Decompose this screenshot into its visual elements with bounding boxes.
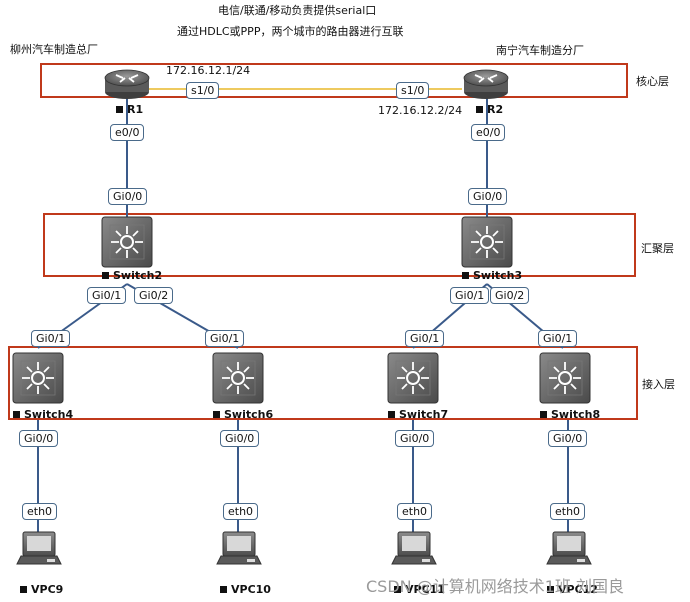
port-switch6-gi01[interactable]: Gi0/1 <box>205 330 245 347</box>
pc-icon[interactable] <box>16 531 62 565</box>
port-switch7-gi00[interactable]: Gi0/0 <box>395 430 435 447</box>
port-switch2-gi02[interactable]: Gi0/2 <box>134 287 174 304</box>
pc-icon[interactable] <box>216 531 262 565</box>
watermark: CSDN @计算机网络技术1班 刘国良 <box>366 577 624 596</box>
switch-icon[interactable] <box>101 216 153 268</box>
device-label-switch2: Switch2 <box>102 269 162 282</box>
device-label-switch3: Switch3 <box>462 269 522 282</box>
port-r1-serial[interactable]: s1/0 <box>186 82 220 99</box>
status-square-icon <box>540 411 547 418</box>
port-switch2-gi00[interactable]: Gi0/0 <box>108 188 148 205</box>
pc-icon[interactable] <box>546 531 592 565</box>
status-square-icon <box>476 106 483 113</box>
port-vpc12-eth0[interactable]: eth0 <box>550 503 586 520</box>
device-label-r1: R1 <box>116 103 143 116</box>
ip-r2: 172.16.12.2/24 <box>378 104 463 117</box>
status-square-icon <box>20 586 27 593</box>
core-layer-label: 核心层 <box>636 75 669 88</box>
access-layer-box <box>8 346 638 420</box>
device-label-switch7: Switch7 <box>388 408 448 421</box>
port-r1-e0[interactable]: e0/0 <box>110 124 145 141</box>
switch-icon[interactable] <box>12 352 64 404</box>
router-icon[interactable] <box>104 69 150 99</box>
access-layer-label: 接入层 <box>642 378 675 391</box>
port-switch4-gi00[interactable]: Gi0/0 <box>19 430 59 447</box>
port-switch6-gi00[interactable]: Gi0/0 <box>220 430 260 447</box>
site-label-right: 南宁汽车制造分厂 <box>496 44 584 57</box>
status-square-icon <box>13 411 20 418</box>
port-vpc9-eth0[interactable]: eth0 <box>22 503 58 520</box>
status-square-icon <box>394 586 401 593</box>
ip-r1: 172.16.12.1/24 <box>166 64 251 77</box>
port-switch4-gi01[interactable]: Gi0/1 <box>31 330 71 347</box>
device-label-r2: R2 <box>476 103 503 116</box>
device-label-vpc9: VPC9 <box>20 583 63 596</box>
site-label-left: 柳州汽车制造总厂 <box>10 43 98 56</box>
status-square-icon <box>388 411 395 418</box>
device-label-vpc10: VPC10 <box>220 583 271 596</box>
status-square-icon <box>102 272 109 279</box>
switch-icon[interactable] <box>461 216 513 268</box>
status-square-icon <box>213 411 220 418</box>
device-label-switch8: Switch8 <box>540 408 600 421</box>
router-icon[interactable] <box>463 69 509 99</box>
aggregation-layer-label: 汇聚层 <box>641 242 674 255</box>
status-square-icon <box>462 272 469 279</box>
port-r2-e0[interactable]: e0/0 <box>471 124 506 141</box>
port-switch3-gi00[interactable]: Gi0/0 <box>468 188 508 205</box>
port-vpc10-eth0[interactable]: eth0 <box>223 503 259 520</box>
device-label-switch4: Switch4 <box>13 408 73 421</box>
port-switch8-gi01[interactable]: Gi0/1 <box>538 330 578 347</box>
port-switch3-gi02[interactable]: Gi0/2 <box>490 287 530 304</box>
switch-icon[interactable] <box>387 352 439 404</box>
pc-icon[interactable] <box>391 531 437 565</box>
device-label-vpc12: VPC12 <box>547 583 598 596</box>
core-layer-box <box>40 63 628 98</box>
port-switch3-gi01[interactable]: Gi0/1 <box>450 287 490 304</box>
port-switch2-gi01[interactable]: Gi0/1 <box>87 287 127 304</box>
port-vpc11-eth0[interactable]: eth0 <box>397 503 433 520</box>
status-square-icon <box>116 106 123 113</box>
port-r2-serial[interactable]: s1/0 <box>396 82 430 99</box>
switch-icon[interactable] <box>212 352 264 404</box>
port-switch7-gi01[interactable]: Gi0/1 <box>405 330 445 347</box>
status-square-icon <box>220 586 227 593</box>
device-label-vpc11: VPC11 <box>394 583 445 596</box>
header-line-2: 通过HDLC或PPP，两个城市的路由器进行互联 <box>177 25 404 38</box>
aggregation-layer-box <box>43 213 636 277</box>
switch-icon[interactable] <box>539 352 591 404</box>
header-line-1: 电信/联通/移动负责提供serial口 <box>218 4 377 17</box>
status-square-icon <box>547 586 554 593</box>
port-switch8-gi00[interactable]: Gi0/0 <box>548 430 588 447</box>
device-label-switch6: Switch6 <box>213 408 273 421</box>
